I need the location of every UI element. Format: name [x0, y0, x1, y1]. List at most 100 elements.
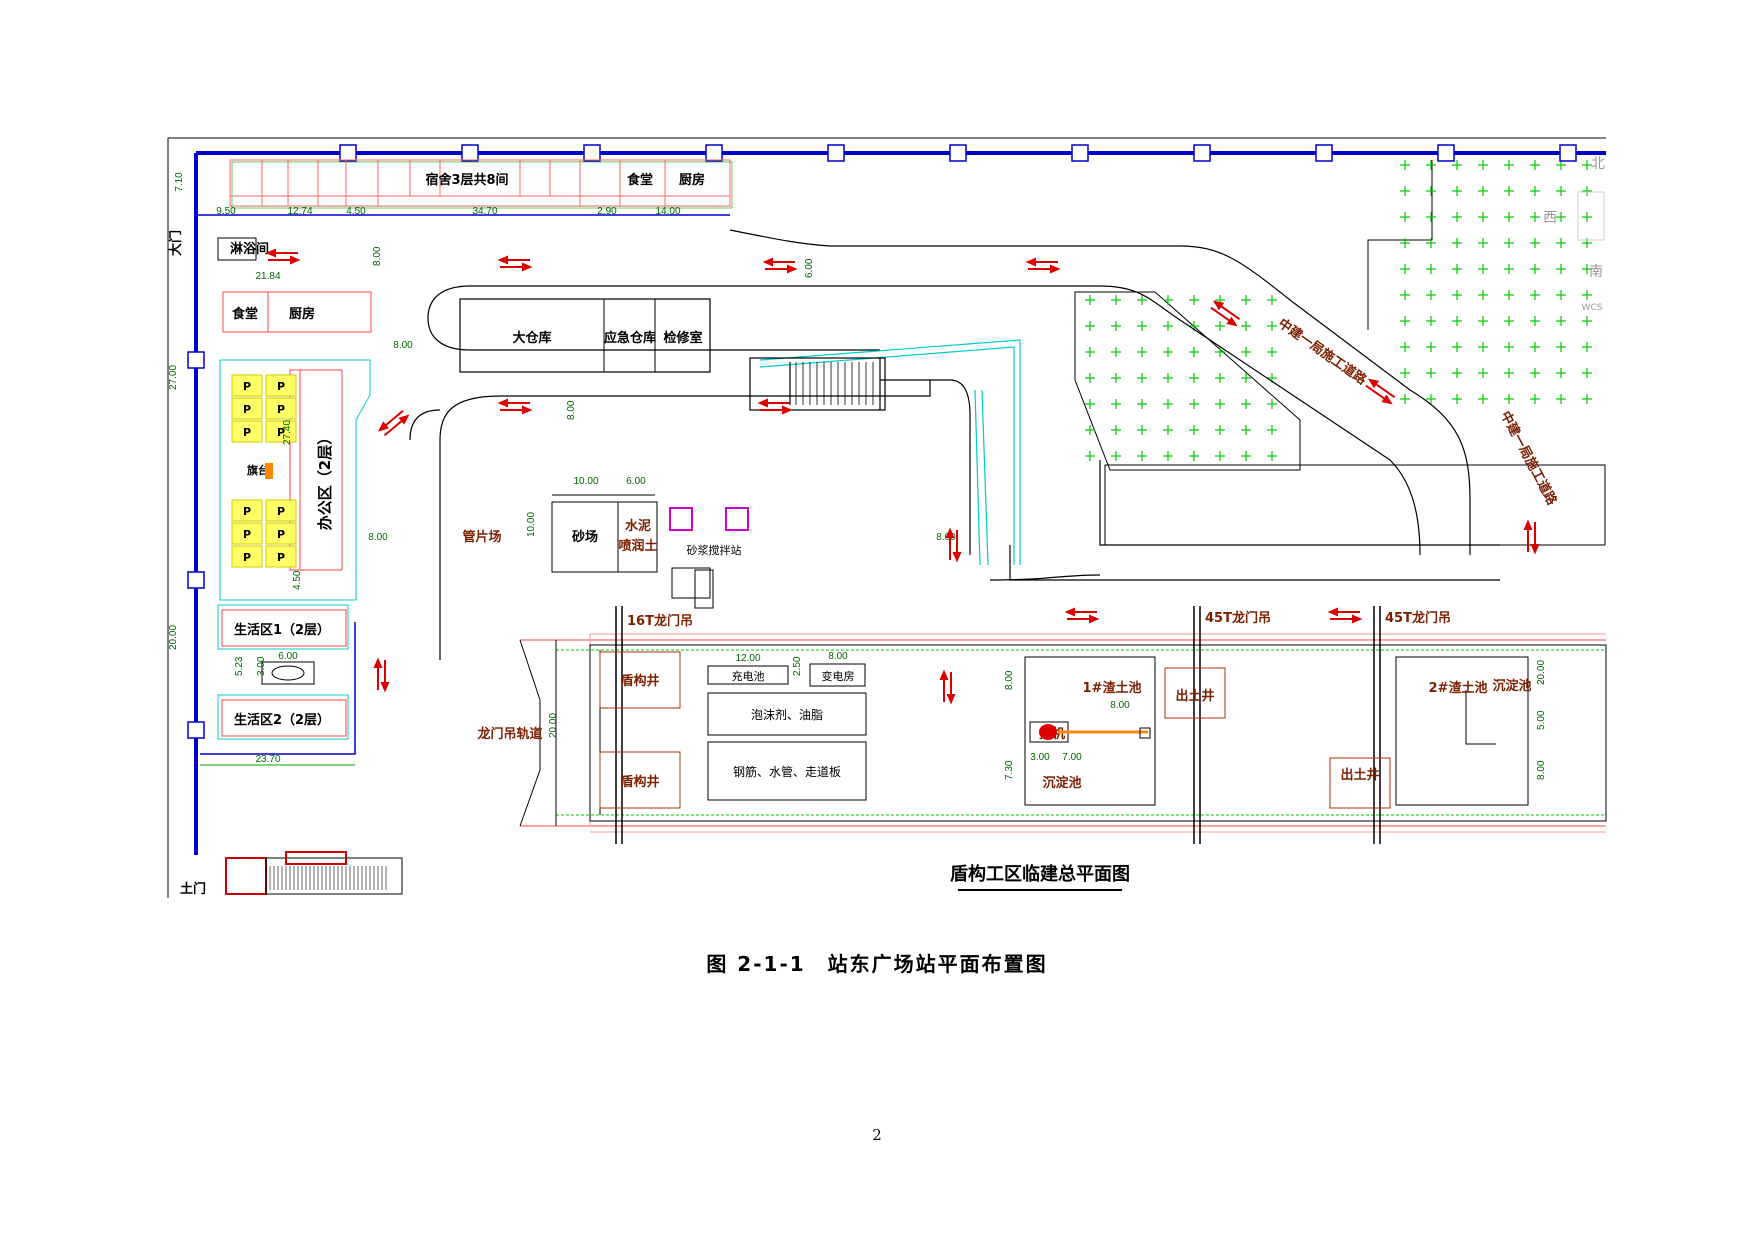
lawn-plus-mark: [1215, 373, 1225, 383]
svg-text:P: P: [277, 403, 285, 416]
wall-post: [827, 144, 845, 162]
parking-spot: P: [265, 397, 297, 420]
parking-spot: P: [231, 420, 263, 443]
conveyor-structure: [749, 339, 1021, 566]
lawn-plus-mark: [1241, 451, 1251, 461]
dim-label: 8.00: [828, 651, 848, 662]
crane-rails: [615, 606, 1381, 844]
lawn-plus-mark: [1504, 368, 1514, 378]
svg-text:P: P: [243, 551, 251, 564]
traffic-arrows: [265, 248, 1540, 705]
wall-post: [949, 144, 967, 162]
lawn-plus-mark: [1111, 451, 1121, 461]
lawn-plus-mark: [1085, 321, 1095, 331]
cement-label: 水泥: [625, 518, 651, 534]
dim-label: 8.00: [1110, 700, 1130, 711]
cement2-label: 喷润土: [618, 538, 657, 554]
lawn-plus-mark: [1241, 321, 1251, 331]
parking-spot: P: [265, 374, 297, 397]
lawn-plus-mark: [1426, 342, 1436, 352]
traffic-arrow: [762, 257, 798, 274]
lawn-plus-mark: [1582, 212, 1592, 222]
lawn-plus-mark: [1241, 425, 1251, 435]
lawn-plus-mark: [1189, 451, 1199, 461]
lawn-plus-mark: [1163, 399, 1173, 409]
lawn-plus-mark: [1530, 290, 1540, 300]
lawn-plus-mark: [1426, 212, 1436, 222]
lawn-plus-mark: [1189, 399, 1199, 409]
dim-label: 20.00: [1536, 660, 1547, 685]
lawn-plus-mark: [1452, 342, 1462, 352]
lawn-plus-mark: [1426, 238, 1436, 248]
lawn-plus-mark: [1556, 238, 1566, 248]
lawn-plus-mark: [1478, 186, 1488, 196]
maintenance-room-label: 检修室: [663, 330, 702, 346]
dim-label: 20.00: [168, 625, 179, 650]
wall-post: [583, 144, 601, 162]
lawn-plus-mark: [1452, 316, 1462, 326]
dim-label: 8.00: [1004, 670, 1015, 690]
lawn-plus-mark: [1400, 342, 1410, 352]
wall-post: [1315, 144, 1333, 162]
wall-post: [705, 144, 723, 162]
lawn-plus-mark: [1400, 212, 1410, 222]
north-label: 北: [1591, 156, 1605, 172]
svg-text:P: P: [243, 505, 251, 518]
lawn-plus-mark: [1452, 160, 1462, 170]
traffic-arrow: [1523, 519, 1540, 555]
traffic-arrow: [945, 527, 962, 563]
figure-caption: 图 2-1-1 站东广场站平面布置图: [706, 952, 1048, 976]
lawn-plus-mark: [1530, 394, 1540, 404]
lawn-plus-mark: [1267, 425, 1277, 435]
lawn-plus-mark: [1556, 316, 1566, 326]
lawn-plus-mark: [1400, 290, 1410, 300]
lawn-plus-mark: [1241, 399, 1251, 409]
lawn-plus-mark: [1400, 394, 1410, 404]
crane45a-label: 45T龙门吊: [1205, 610, 1271, 626]
lawn-plus-mark: [1452, 212, 1462, 222]
traffic-arrow: [265, 248, 301, 265]
svg-text:P: P: [277, 426, 285, 439]
lawn-plus-mark: [1400, 264, 1410, 274]
dim-label: 27.40: [282, 420, 293, 445]
settle-pool2-label: 沉淀池: [1492, 678, 1531, 694]
lawn-plus-mark: [1137, 295, 1147, 305]
site-wall: [194, 151, 1606, 855]
lawn-plus-mark: [1400, 238, 1410, 248]
dim-label: 2.50: [792, 656, 803, 676]
sand-cement-yard: [551, 494, 749, 609]
lawn-plus-mark: [1478, 238, 1488, 248]
lawn-plus-mark: [1452, 238, 1462, 248]
warehouse-label: 大仓库: [512, 330, 551, 346]
lawn-plus-mark: [1163, 373, 1173, 383]
lawn-plus-mark: [1163, 321, 1173, 331]
canteen-left-label: 食堂: [232, 306, 258, 322]
dim-label: 8.00: [368, 532, 388, 543]
wcs-label: WCS: [1582, 303, 1603, 313]
muck-pool2-label: 2#渣土池: [1429, 680, 1488, 696]
lawn-plus-mark: [1504, 212, 1514, 222]
lawn-plus-mark: [1478, 290, 1488, 300]
lawn-plus-mark: [1504, 264, 1514, 274]
lawn-plus-mark: [1452, 394, 1462, 404]
lawn-plus-mark: [1530, 368, 1540, 378]
warehouse-row: [459, 298, 711, 373]
lawn-plus-mark: [1163, 425, 1173, 435]
dim-label: 7.00: [1062, 752, 1082, 763]
lawn-plus-mark: [1426, 368, 1436, 378]
traffic-arrow: [378, 409, 410, 437]
lawn-plus-mark: [1085, 451, 1095, 461]
dim-label: 4.50: [346, 206, 366, 217]
dim-label: 8.00: [393, 340, 413, 351]
top-building-strip: [196, 159, 733, 216]
dim-label: 8.00: [1536, 760, 1547, 780]
wall-post: [461, 144, 479, 162]
dim-label: 3.00: [256, 656, 267, 676]
rail-zone: [519, 633, 1607, 833]
lawn-plus-mark: [1452, 264, 1462, 274]
dim-label: 34.70: [472, 206, 497, 217]
dim-label: 9.50: [216, 206, 236, 217]
lawn-plus-mark: [1400, 316, 1410, 326]
lawn-plus-mark: [1530, 264, 1540, 274]
canteen-top-label: 食堂: [627, 172, 653, 188]
